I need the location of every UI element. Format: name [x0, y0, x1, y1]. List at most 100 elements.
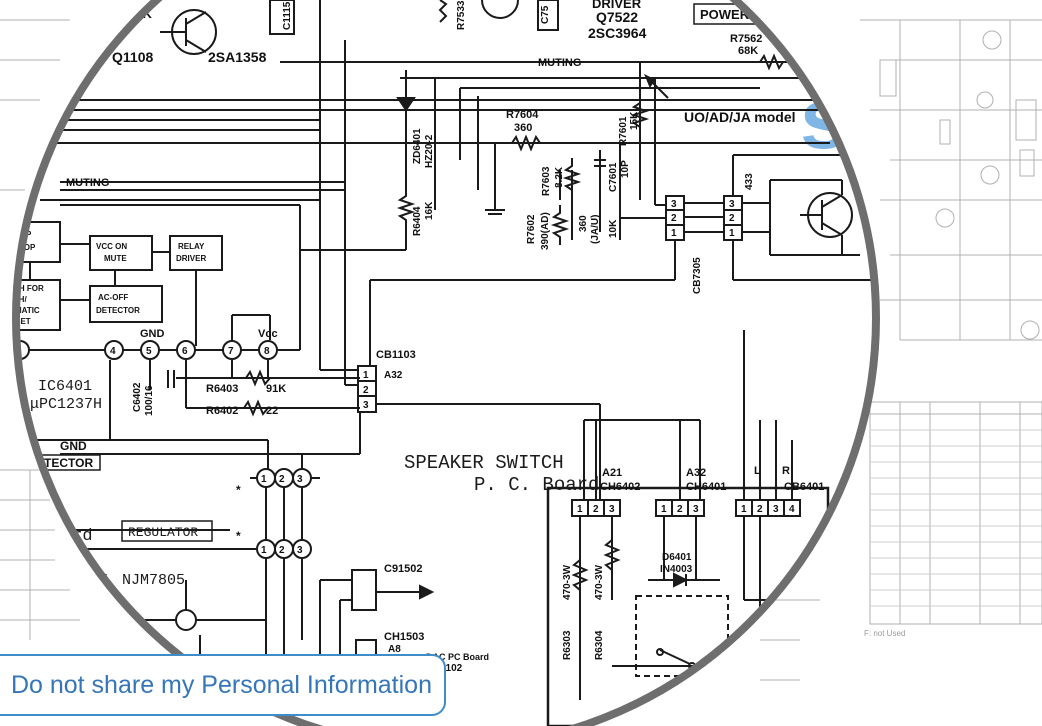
svg-text:ETECTOR: ETECTOR	[36, 456, 93, 470]
svg-text:2: 2	[757, 504, 763, 515]
cb7305-label: CB7305	[692, 257, 703, 294]
svg-text:3: 3	[693, 504, 699, 515]
svg-text:A32: A32	[384, 370, 403, 381]
svg-text:3: 3	[297, 545, 303, 556]
r6404-value-label: 16K	[424, 201, 435, 220]
model-note-label: UO/AD/JA model	[684, 109, 796, 125]
r7603-value-label: 8.2K	[554, 166, 565, 188]
table-note: F: not Used	[864, 629, 905, 638]
r7562-label: R7562	[730, 33, 762, 45]
r-360b-label: (JA/U)	[590, 215, 601, 244]
svg-text:TCH/: TCH/	[8, 295, 27, 304]
muting-top-label: MUTING	[538, 57, 581, 69]
svg-text:3: 3	[671, 199, 677, 210]
svg-text:IN4003: IN4003	[660, 564, 693, 575]
svg-text:L: L	[754, 465, 761, 477]
ic-name-label: IC6401	[38, 378, 92, 395]
r7603-label: R7603	[541, 166, 552, 196]
svg-text:1: 1	[671, 228, 677, 239]
do-not-share-link[interactable]: Do not share my Personal Information	[0, 654, 446, 716]
svg-text:VCC ON: VCC ON	[96, 242, 127, 251]
r433-label: 433	[744, 173, 755, 190]
svg-text:1: 1	[363, 370, 369, 381]
speaker-switch-board: P. C. Board	[474, 474, 599, 496]
svg-text:AC-OFF: AC-OFF	[98, 293, 128, 302]
r6403-value-label: 91K	[266, 383, 286, 395]
svg-text:4: 4	[110, 346, 116, 357]
svg-text:2: 2	[671, 213, 677, 224]
zd6401-part-label: HZ20-2	[424, 134, 435, 168]
svg-text:3: 3	[297, 474, 303, 485]
r7604-label: R7604	[506, 109, 539, 121]
svg-text:1: 1	[577, 504, 583, 515]
svg-text:RELAY: RELAY	[178, 242, 205, 251]
svg-text:A32: A32	[686, 467, 706, 479]
c7601-label: C7601	[608, 162, 619, 192]
svg-text:CH6401: CH6401	[686, 481, 726, 493]
r7602-label: R7602	[526, 214, 537, 244]
svg-text:A21: A21	[602, 467, 622, 479]
svg-text:2: 2	[593, 504, 599, 515]
magnifier-ring	[12, 0, 880, 726]
svg-text:2102: 2102	[440, 663, 463, 674]
svg-text:470-3W: 470-3W	[594, 564, 605, 600]
zd6401-label: ZD6401	[412, 128, 423, 164]
r6403-label: R6403	[206, 383, 238, 395]
q7522-label: Q7522	[596, 9, 638, 25]
ic-part-label: μPC1237H	[30, 396, 102, 413]
c1115-label: C1115	[282, 1, 293, 30]
speaker-switch-title: SPEAKER SWITCH	[404, 452, 564, 474]
r7601-value-label: 15K	[629, 111, 640, 130]
r7562-value-label: 68K	[738, 45, 758, 57]
svg-text:CB6401: CB6401	[784, 481, 824, 493]
r6404-label: R6404	[412, 206, 423, 236]
svg-text:GND: GND	[140, 328, 165, 340]
svg-text:3: 3	[609, 504, 615, 515]
ic-pin-circles	[16, 340, 312, 559]
q1108-label: Q1108	[112, 49, 153, 65]
svg-text:1: 1	[661, 504, 667, 515]
svg-text:*: *	[236, 529, 241, 543]
svg-text:2: 2	[677, 504, 683, 515]
svg-text:C91502: C91502	[384, 563, 423, 575]
svg-text:1: 1	[741, 504, 747, 515]
svg-text:MUTE: MUTE	[104, 254, 127, 263]
c75-label: C75	[540, 5, 551, 24]
svg-text:R: R	[782, 465, 790, 477]
svg-text:CH1503: CH1503	[384, 631, 424, 643]
svg-text:2: 2	[363, 385, 369, 396]
svg-text:3: 3	[773, 504, 779, 515]
svg-text:2: 2	[729, 213, 735, 224]
r-10k-label: 10K	[608, 219, 619, 238]
muting-left-label: MUTING	[66, 177, 109, 189]
svg-text:DAC PC Board: DAC PC Board	[426, 652, 489, 662]
r7601-label: R7601	[618, 116, 629, 146]
svg-text:ITCH FOR: ITCH FOR	[6, 284, 44, 293]
svg-text:GND: GND	[60, 439, 87, 453]
svg-text:R6304: R6304	[594, 630, 605, 660]
r6402-label: R6402	[206, 405, 238, 417]
svg-text:TOMATIC: TOMATIC	[4, 306, 40, 315]
svg-text:5: 5	[146, 346, 152, 357]
svg-text:RESET: RESET	[4, 317, 31, 326]
background-schematic	[0, 19, 1042, 681]
svg-text:*: *	[236, 483, 241, 497]
c6402-label: C6402	[132, 382, 143, 412]
muting-labels: MUTING MUTING UO/AD/JA model	[66, 57, 796, 189]
svg-text:A8: A8	[388, 644, 401, 655]
r7602-value-label: 390(AD)	[540, 212, 551, 250]
svg-text:NJM7805: NJM7805	[122, 572, 185, 589]
gnd-detector-label: GND ETECTOR	[33, 439, 101, 471]
ic-labels: IC6401 μPC1237H	[30, 378, 102, 413]
svg-text:7: 7	[228, 346, 234, 357]
block-labels: FLIP FLOP VCC ON MUTE RELAY DRIVER ITCH …	[4, 230, 206, 326]
svg-text:1: 1	[261, 474, 267, 485]
svg-text:DRIVER: DRIVER	[176, 254, 206, 263]
svg-text:1: 1	[729, 228, 735, 239]
speaker-switch-labels: SPEAKER SWITCH P. C. Board D6401 IN4003 …	[404, 452, 693, 660]
r7604-value-label: 360	[514, 122, 532, 134]
svg-text:3: 3	[729, 199, 735, 210]
svg-text:DETECTOR: DETECTOR	[96, 306, 140, 315]
